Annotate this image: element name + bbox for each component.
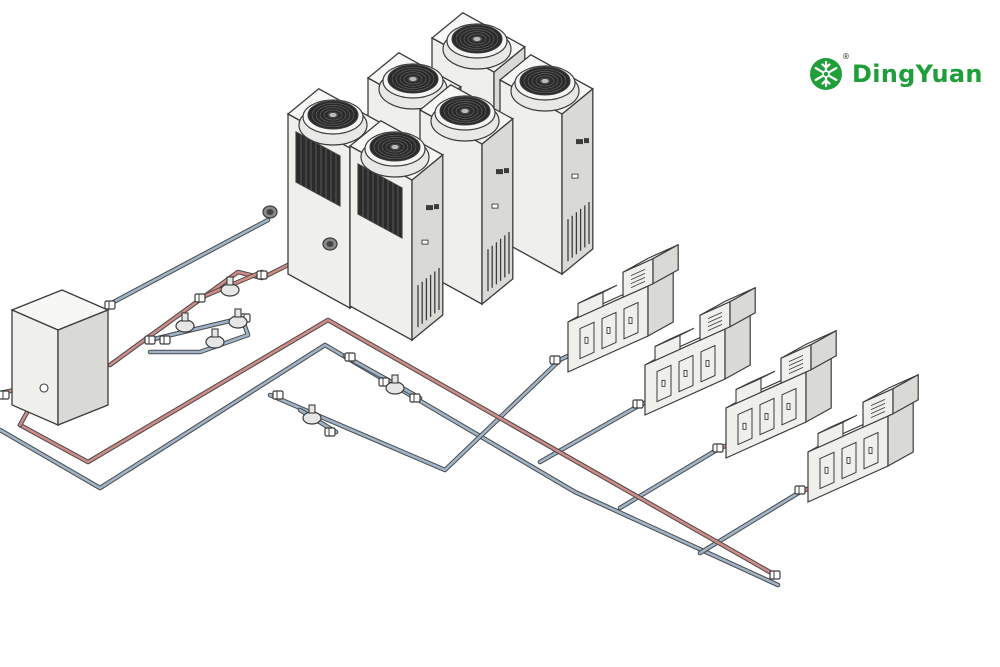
tank-front [11,309,59,426]
coil-grille [295,131,341,207]
indoor-unit-3 [725,329,837,459]
pipe-fitting-6 [256,270,268,280]
return-pipe-main [0,342,781,588]
pipe-fitting-8 [378,377,390,387]
valve-6 [302,404,322,425]
outdoor-units [262,12,594,342]
buffer-tank [10,289,110,426]
pipe-fitting-4 [194,293,206,303]
pipe-fitting-7 [344,352,356,362]
return-pipe-loop [267,357,563,473]
pipe-fitting-13 [632,399,644,409]
valve-2 [205,328,225,349]
supply-pipe-main [17,317,778,578]
indoor-units [567,243,919,503]
outdoor-unit-side [561,87,594,276]
pipe-fitting-15 [794,485,806,495]
pipe-fitting-18 [0,390,10,400]
return-branch-3 [697,489,803,556]
brand-name: DingYuan [852,60,983,88]
pipe-fittings [0,270,806,580]
outdoor-unit-side [481,117,514,306]
pipe-fitting-16 [769,570,781,580]
pipe-fitting-9 [409,393,421,403]
return-branch-2 [617,445,723,511]
outdoor-unit-6 [348,120,444,342]
coil-grille [357,163,403,239]
snowflake-icon [810,58,842,90]
outdoor-unit-side [411,153,444,342]
valve-1 [175,312,195,333]
return-pipe-tank-to-chiller [105,217,271,308]
return-valve-spur [342,353,423,401]
tank-side [57,309,109,426]
valve-3 [228,308,248,329]
indoor-unit-2 [644,286,756,416]
pipe-fitting-12 [549,355,561,365]
indoor-unit-1 [567,243,679,373]
pipe-network [0,217,813,588]
pipe-fitting-14 [712,443,724,453]
valve-5 [385,374,405,395]
pipe-fitting-3 [159,335,171,345]
pipe-fitting-10 [272,390,284,400]
pipe-fitting-11 [324,427,336,437]
tank-port [39,383,49,393]
outdoor-unit-2 [498,54,594,276]
chiller-return-manifold [147,315,251,355]
pipe-fitting-1 [104,300,116,310]
indoor-unit-4 [807,373,919,503]
brand-logo: ® DingYuan [808,52,983,92]
pipe-fitting-2 [144,335,156,345]
valve-4 [220,276,240,297]
return-branch-1 [537,402,643,465]
registered-mark: ® [842,52,850,61]
